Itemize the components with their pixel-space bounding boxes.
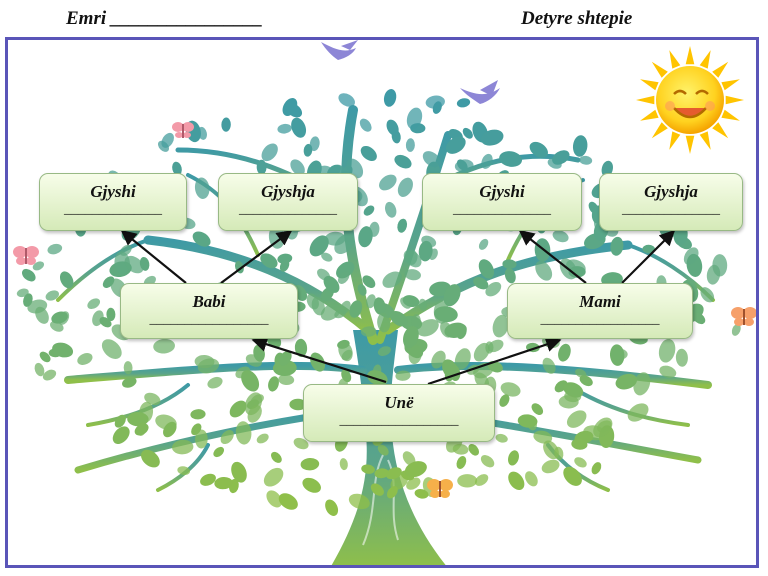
box-gjyshi-mother-side[interactable]: Gjyshi ______________ — [422, 173, 582, 231]
name-blank: ______________ — [239, 202, 337, 217]
box-gjyshja-father-side[interactable]: Gjyshja ______________ — [218, 173, 358, 231]
name-blank: ______________ — [64, 202, 162, 217]
arrow-babi-to-gjyshi — [120, 230, 187, 284]
box-label: Gjyshja — [644, 182, 698, 201]
arrow-mami-to-gjyshja — [621, 229, 676, 284]
box-gjyshja-mother-side[interactable]: Gjyshja ______________ — [599, 173, 743, 231]
box-label: Unë — [384, 393, 414, 412]
box-label: Mami — [579, 292, 621, 311]
name-blank: _________________ — [149, 312, 269, 327]
worksheet-title: Detyre shtepie — [521, 8, 633, 29]
butterfly-icon — [427, 479, 453, 498]
arrow-babi-to-gjyshja — [220, 230, 293, 284]
box-une[interactable]: Unë _________________ — [303, 384, 495, 442]
arrow-une-to-mami — [427, 337, 562, 386]
name-blank: ______________ — [622, 202, 720, 217]
bird-icon — [321, 40, 358, 60]
name-blank: _________________ — [339, 413, 459, 428]
worksheet-frame: Gjyshi ______________ Gjyshja __________… — [5, 37, 759, 568]
box-babi[interactable]: Babi _________________ — [120, 283, 298, 339]
butterfly-icon — [13, 246, 39, 265]
name-blank: ______________ — [453, 202, 551, 217]
sun-icon — [636, 46, 744, 154]
name-blank: _________________ — [540, 312, 660, 327]
bird-icon — [460, 80, 500, 104]
arrow-mami-to-gjyshi — [518, 230, 587, 284]
box-mami[interactable]: Mami _________________ — [507, 283, 693, 339]
worksheet-header: Emri ________________ Detyre shtepie — [0, 6, 768, 34]
butterfly-icon — [172, 122, 194, 138]
box-label: Gjyshi — [90, 182, 136, 201]
name-field-label: Emri ________________ — [66, 8, 263, 29]
box-label: Babi — [192, 292, 226, 311]
box-label: Gjyshja — [261, 182, 315, 201]
box-gjyshi-father-side[interactable]: Gjyshi ______________ — [39, 173, 187, 231]
butterfly-icon — [731, 307, 756, 326]
box-label: Gjyshi — [479, 182, 525, 201]
arrow-une-to-babi — [251, 336, 387, 384]
